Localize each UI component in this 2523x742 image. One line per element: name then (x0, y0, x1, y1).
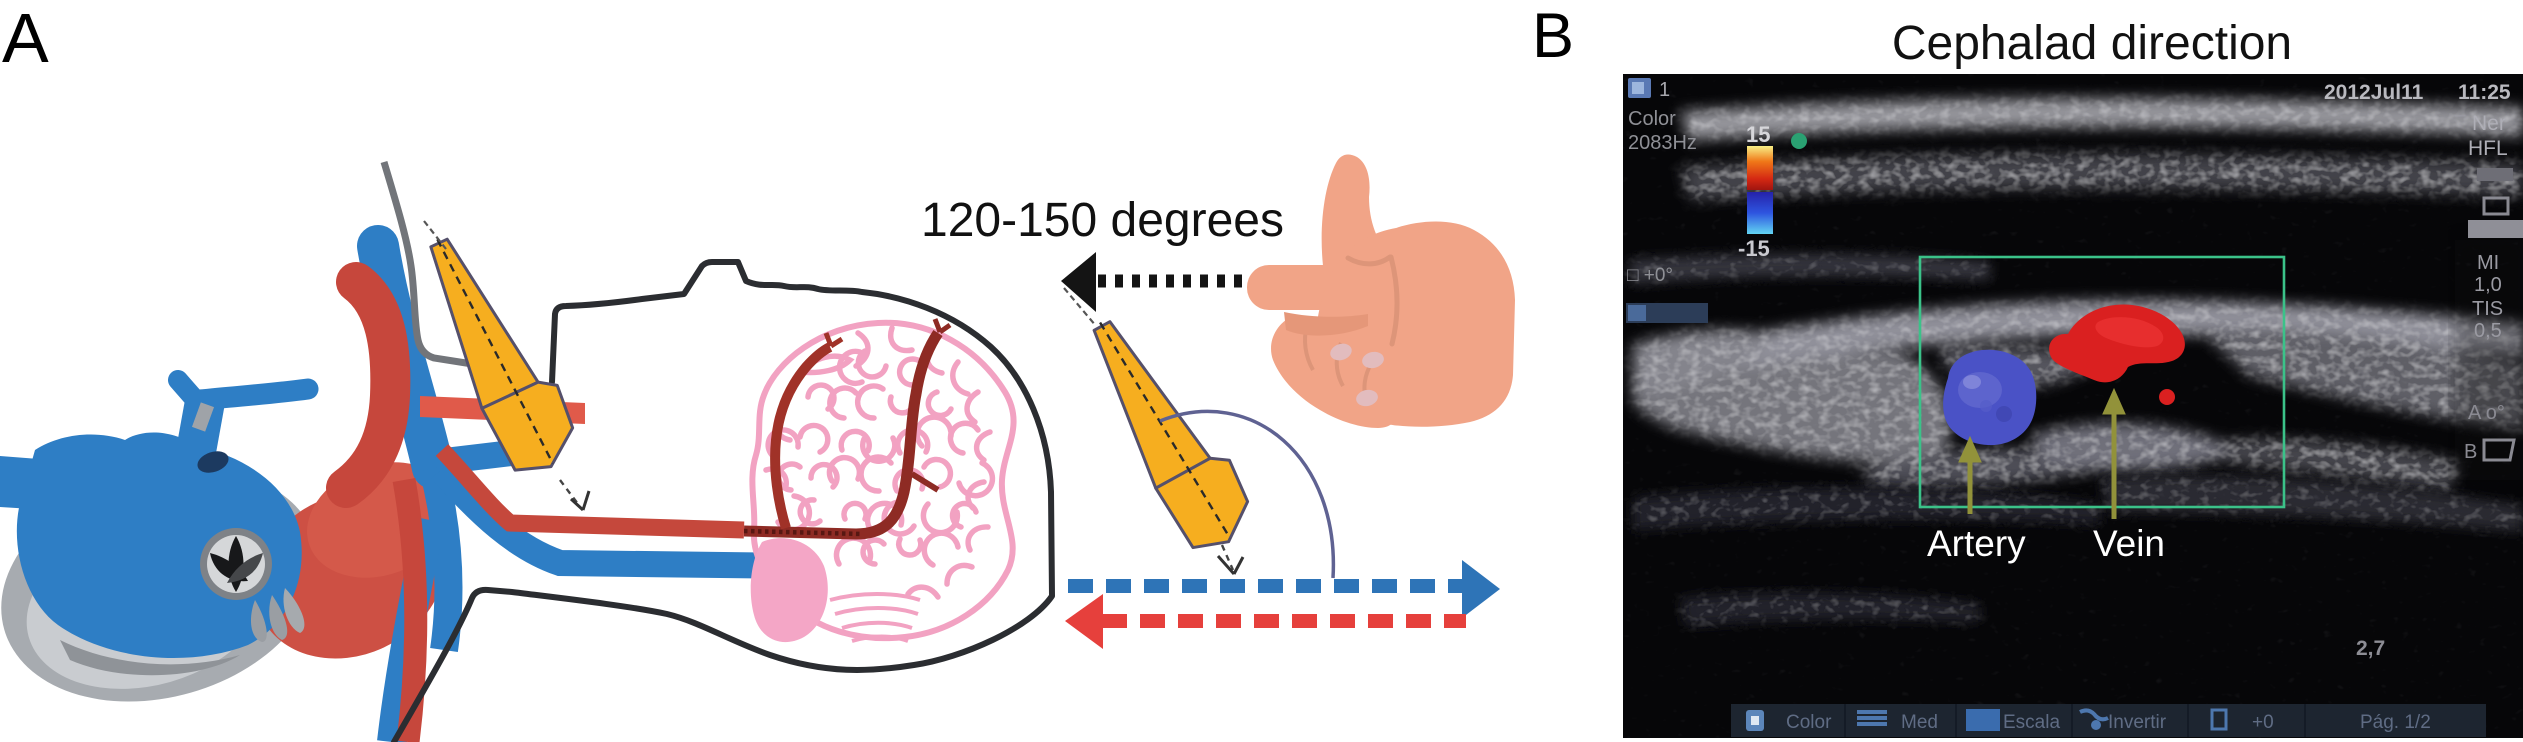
svg-text:HFL: HFL (2468, 137, 2508, 160)
svg-text:Escala: Escala (2003, 712, 2060, 733)
svg-text:A o°: A o° (2468, 402, 2505, 424)
svg-text:□ +0°: □ +0° (1627, 265, 1673, 286)
svg-text:B: B (1532, 1, 1574, 71)
svg-text:Pág. 1/2: Pág. 1/2 (2360, 712, 2431, 733)
svg-text:15: 15 (1746, 122, 1770, 147)
svg-text:Ner: Ner (2472, 112, 2506, 135)
svg-text:+0: +0 (2252, 712, 2274, 733)
svg-text:Artery: Artery (1927, 523, 2026, 564)
svg-text:2,7: 2,7 (2356, 637, 2385, 660)
svg-text:A: A (2, 0, 49, 77)
svg-text:1,0: 1,0 (2474, 274, 2502, 296)
svg-text:Invertir: Invertir (2108, 712, 2167, 733)
svg-text:Cephalad direction: Cephalad direction (1892, 17, 2292, 70)
svg-text:MI: MI (2477, 252, 2499, 274)
svg-text:Vein: Vein (2093, 523, 2165, 564)
svg-text:B: B (2464, 441, 2477, 463)
svg-text:2083Hz: 2083Hz (1628, 132, 1697, 154)
svg-text:11:25: 11:25 (2458, 81, 2511, 104)
svg-text:Med: Med (1901, 712, 1938, 733)
svg-text:Color: Color (1628, 108, 1676, 130)
svg-text:2012Jul11: 2012Jul11 (2324, 81, 2424, 104)
svg-text:-15: -15 (1738, 236, 1770, 261)
svg-text:1: 1 (1659, 79, 1670, 101)
svg-text:Color: Color (1786, 712, 1832, 733)
svg-text:–: – (2455, 105, 2466, 126)
svg-text:0,5: 0,5 (2474, 320, 2502, 342)
svg-text:120-150 degrees: 120-150 degrees (921, 194, 1284, 247)
svg-text:TIS: TIS (2472, 298, 2503, 320)
